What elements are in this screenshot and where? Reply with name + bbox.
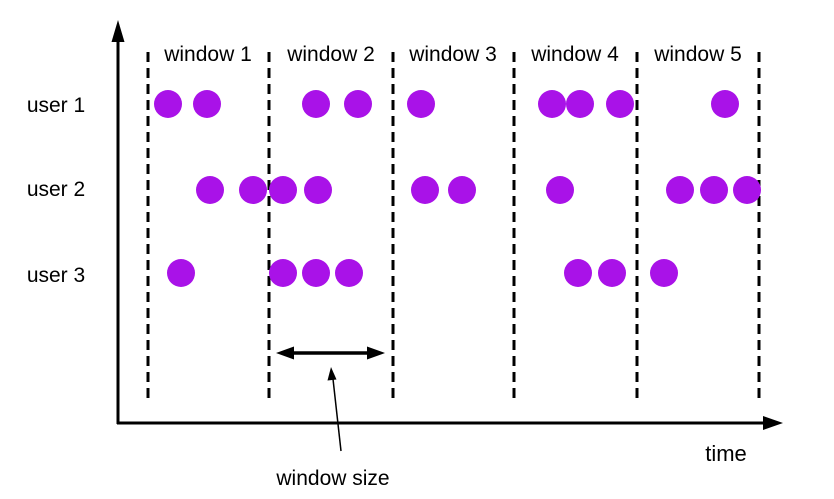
window-boundaries — [146, 52, 761, 403]
event-dot — [239, 176, 267, 204]
window-label: window 4 — [530, 43, 619, 66]
window-label: window 5 — [653, 43, 742, 66]
event-dot — [538, 90, 566, 118]
window-size-label: window size — [275, 467, 389, 490]
user-label: user 1 — [27, 94, 85, 117]
event-dot — [711, 90, 739, 118]
pointer-line — [332, 378, 342, 452]
x-axis — [117, 416, 783, 430]
y-axis-arrowhead-icon — [111, 20, 125, 42]
user-label: user 2 — [27, 178, 85, 201]
event-dot — [193, 90, 221, 118]
event-dot — [448, 176, 476, 204]
event-dot — [564, 259, 592, 287]
user-labels: user 1 user 2 user 3 — [27, 94, 85, 287]
event-dot — [411, 176, 439, 204]
y-axis — [111, 20, 125, 424]
x-axis-arrowhead-icon — [763, 416, 783, 430]
event-dot — [598, 259, 626, 287]
right-arrowhead-icon — [367, 346, 385, 360]
window-labels: window 1 window 2 window 3 window 4 window 5 — [163, 43, 742, 66]
event-dot — [302, 90, 330, 118]
event-dot — [269, 259, 297, 287]
window-size-arrow — [276, 346, 385, 360]
event-dot — [269, 176, 297, 204]
event-dot — [733, 176, 761, 204]
event-dot — [344, 90, 372, 118]
event-dot — [154, 90, 182, 118]
window-size-pointer — [327, 367, 342, 452]
event-dot — [196, 176, 224, 204]
pointer-arrowhead-icon — [327, 367, 337, 381]
left-arrowhead-icon — [276, 346, 294, 360]
event-dots — [154, 90, 761, 287]
window-label: window 1 — [163, 43, 252, 66]
window-label: window 3 — [408, 43, 497, 66]
event-dot — [167, 259, 195, 287]
time-axis-label: time — [705, 441, 747, 466]
event-dot — [302, 259, 330, 287]
event-dot — [407, 90, 435, 118]
event-dot — [335, 259, 363, 287]
event-dot — [650, 259, 678, 287]
window-label: window 2 — [286, 43, 375, 66]
user-label: user 3 — [27, 264, 85, 287]
event-dot — [546, 176, 574, 204]
event-dot — [566, 90, 594, 118]
event-dot — [304, 176, 332, 204]
event-dot — [606, 90, 634, 118]
event-dot — [666, 176, 694, 204]
event-dot — [700, 176, 728, 204]
